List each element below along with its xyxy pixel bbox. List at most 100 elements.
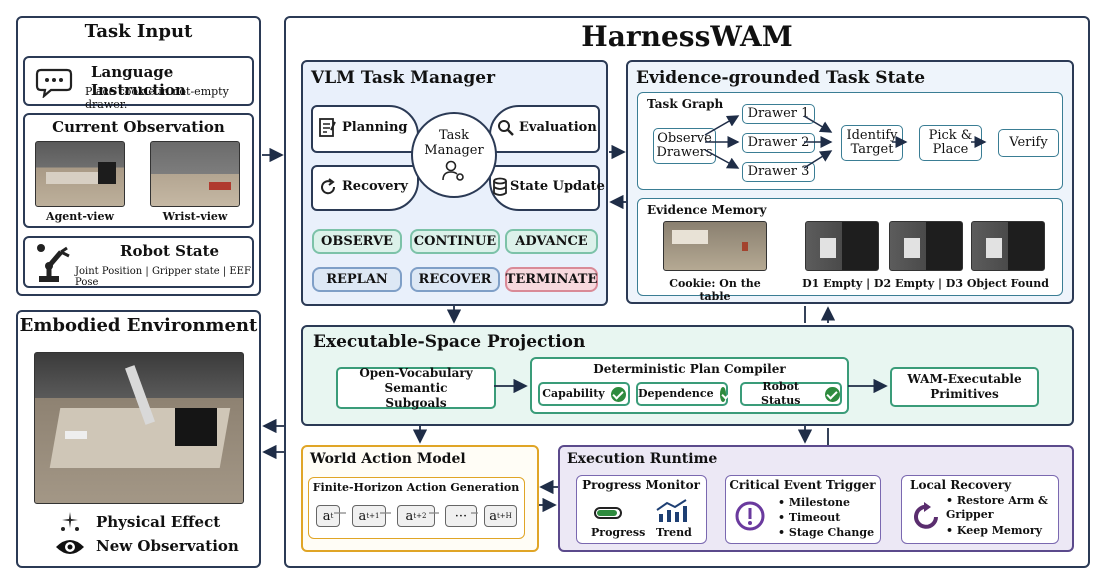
cookie-caption: Cookie: On the table [669, 277, 761, 303]
drawer-3-image [971, 221, 1045, 271]
runtime-title: Execution Runtime [567, 451, 718, 467]
action-generation-title: Finite-Horizon Action Generation [312, 481, 520, 494]
chat-bubble-icon [35, 68, 73, 98]
critical-event-title: Critical Event Trigger [729, 478, 876, 492]
local-recovery-title: Local Recovery [910, 478, 1012, 492]
evidence-memory-title: Evidence Memory [647, 203, 767, 217]
node-drawer-1: Drawer 1 [742, 104, 815, 124]
node-verify: Verify [998, 129, 1059, 157]
capability-label: Capability [542, 387, 605, 400]
state-update-segment [489, 165, 600, 211]
critical-event-trigger-box: Critical Event Trigger • Milestone • Tim… [725, 475, 881, 544]
chip-continue: CONTINUE [410, 229, 500, 254]
embodied-environment-title: Embodied Environment [19, 315, 258, 336]
chip-replan: REPLAN [312, 267, 402, 292]
node-observe-drawers: Observe Drawers [653, 128, 716, 164]
chip-observe: OBSERVE [312, 229, 402, 254]
language-instruction-title: Language Instruction [91, 63, 186, 99]
planning-label: Planning [342, 120, 408, 135]
chip-terminate: TERMINATE [505, 267, 598, 292]
restore-icon [914, 502, 938, 529]
user-gear-icon [442, 160, 464, 181]
robot-arm-icon [37, 244, 70, 282]
evidence-title: Evidence-grounded Task State [636, 68, 926, 88]
node-drawer-3: Drawer 3 [742, 162, 815, 182]
vlm-task-manager-panel: VLM Task Manager Planning Evaluation Rec… [301, 60, 608, 306]
chip-advance: ADVANCE [505, 229, 598, 254]
drawers-caption: D1 Empty | D2 Empty | D3 Object Found [802, 277, 1049, 290]
plan-compiler-title: Deterministic Plan Compiler [593, 362, 786, 376]
database-icon [493, 177, 507, 196]
robot-state-box: Robot State Joint Position | Gripper sta… [23, 236, 254, 288]
wam-primitives-box: WAM-Executable Primitives [890, 367, 1039, 407]
projection-title: Executable-Space Projection [313, 332, 586, 352]
recovery-restore: • Restore Arm & Gripper [946, 494, 1048, 521]
environment-scene-image [34, 352, 244, 504]
local-recovery-box: Local Recovery • Restore Arm & Gripper •… [901, 475, 1059, 544]
task-input-title: Task Input [84, 21, 193, 42]
dependence-label: Dependence [638, 387, 714, 400]
recovery-label: Recovery [342, 179, 408, 194]
trigger-timeout: • Timeout [778, 511, 841, 524]
progress-bar [594, 507, 622, 519]
check-icon [825, 386, 840, 402]
semantic-subgoals-box: Open-Vocabulary Semantic Subgoals [336, 366, 496, 410]
progress-monitor-box: Progress Monitor Progress Trend [576, 475, 707, 544]
task-manager-line2: Manager [424, 143, 484, 158]
progress-label: Progress [591, 526, 646, 539]
progress-bar-fill [597, 510, 617, 516]
robot-state-text: Joint Position | Gripper state | EEF Pos… [75, 266, 251, 288]
embodied-environment-panel: Embodied Environment Physical Effect New… [16, 310, 261, 568]
main-title: HarnessWAM [581, 20, 793, 53]
node-identify-target: Identify Target [841, 125, 903, 161]
physical-effect-label: Physical Effect [96, 513, 221, 531]
plan-compiler-box: Deterministic Plan Compiler Capability D… [530, 357, 849, 414]
task-graph-box: Task Graph Observe Drawers Drawer 1 Draw… [637, 92, 1063, 190]
task-manager-hub [411, 112, 497, 198]
language-instruction-box: Language Instruction Place cookie in not… [23, 56, 254, 111]
wam-title: World Action Model [310, 451, 466, 467]
task-graph-title: Task Graph [647, 97, 724, 111]
trend-label: Trend [656, 526, 692, 539]
drawer-2-image [889, 221, 963, 271]
language-instruction-text: Place cookie in not-empty drawer. [85, 85, 229, 111]
robot-status-label: Robot Status [761, 380, 801, 407]
node-pick-place: Pick & Place [919, 125, 982, 161]
refresh-icon [321, 178, 336, 195]
chip-recover: RECOVER [410, 267, 500, 292]
search-icon [498, 120, 514, 136]
recovery-keep-memory: • Keep Memory [946, 524, 1043, 537]
eye-icon [56, 540, 84, 554]
evaluation-label: Evaluation [519, 120, 597, 135]
drawer-1-image [805, 221, 879, 271]
robot-state-title: Robot State [120, 242, 220, 260]
task-input-panel: Task Input Language Instruction Place co… [16, 16, 261, 296]
recovery-segment [311, 165, 419, 211]
wrist-view-image [150, 141, 240, 207]
robot-status-check: Robot Status [740, 380, 842, 407]
cookie-memory-image [663, 221, 767, 271]
current-observation-box: Current Observation Agent-view Wrist-vie… [23, 113, 254, 228]
trigger-milestone: • Milestone [778, 496, 851, 509]
dependence-check: Dependence [636, 382, 728, 406]
agent-view-label: Agent-view [46, 210, 114, 223]
trend-chart-icon [656, 499, 687, 522]
checklist-icon [319, 118, 336, 137]
execution-runtime-panel: Execution Runtime Progress Monitor Progr… [558, 445, 1074, 552]
state-update-label: State Update [510, 179, 605, 194]
planning-segment [311, 105, 419, 153]
new-observation-label: New Observation [96, 537, 239, 555]
action-token-ellipsis: ··· [445, 505, 477, 527]
capability-check: Capability [538, 382, 630, 406]
vlm-title: VLM Task Manager [311, 68, 496, 88]
wrist-view-label: Wrist-view [162, 210, 228, 223]
trigger-stage-change: • Stage Change [778, 526, 875, 539]
check-icon [719, 386, 726, 402]
executable-space-projection-panel: Executable-Space Projection Open-Vocabul… [301, 325, 1074, 426]
alert-icon [735, 501, 765, 531]
